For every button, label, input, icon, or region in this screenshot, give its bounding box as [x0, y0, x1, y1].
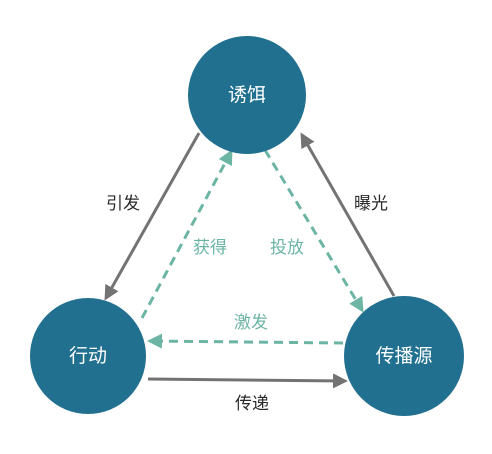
label-deliver: 投放 [270, 238, 304, 258]
label-exposure: 曝光 [354, 194, 388, 214]
arrow-deliver [263, 149, 364, 313]
node-action: 行动 [30, 298, 146, 414]
arrow-obtain [140, 149, 233, 319]
label-stimulate: 激发 [234, 313, 268, 333]
node-action-label: 行动 [69, 345, 107, 367]
node-source-label: 传播源 [375, 345, 432, 367]
label-transmit: 传递 [235, 394, 269, 414]
node-source: 传播源 [344, 296, 464, 416]
node-bait-label: 诱饵 [228, 84, 266, 106]
arrow-trigger [104, 132, 201, 301]
arrow-exposure [300, 132, 396, 297]
label-obtain: 获得 [193, 238, 227, 258]
arrow-stimulate [147, 333, 344, 349]
node-bait: 诱饵 [188, 36, 306, 154]
arrow-transmit [147, 373, 348, 389]
label-trigger: 引发 [106, 194, 140, 214]
